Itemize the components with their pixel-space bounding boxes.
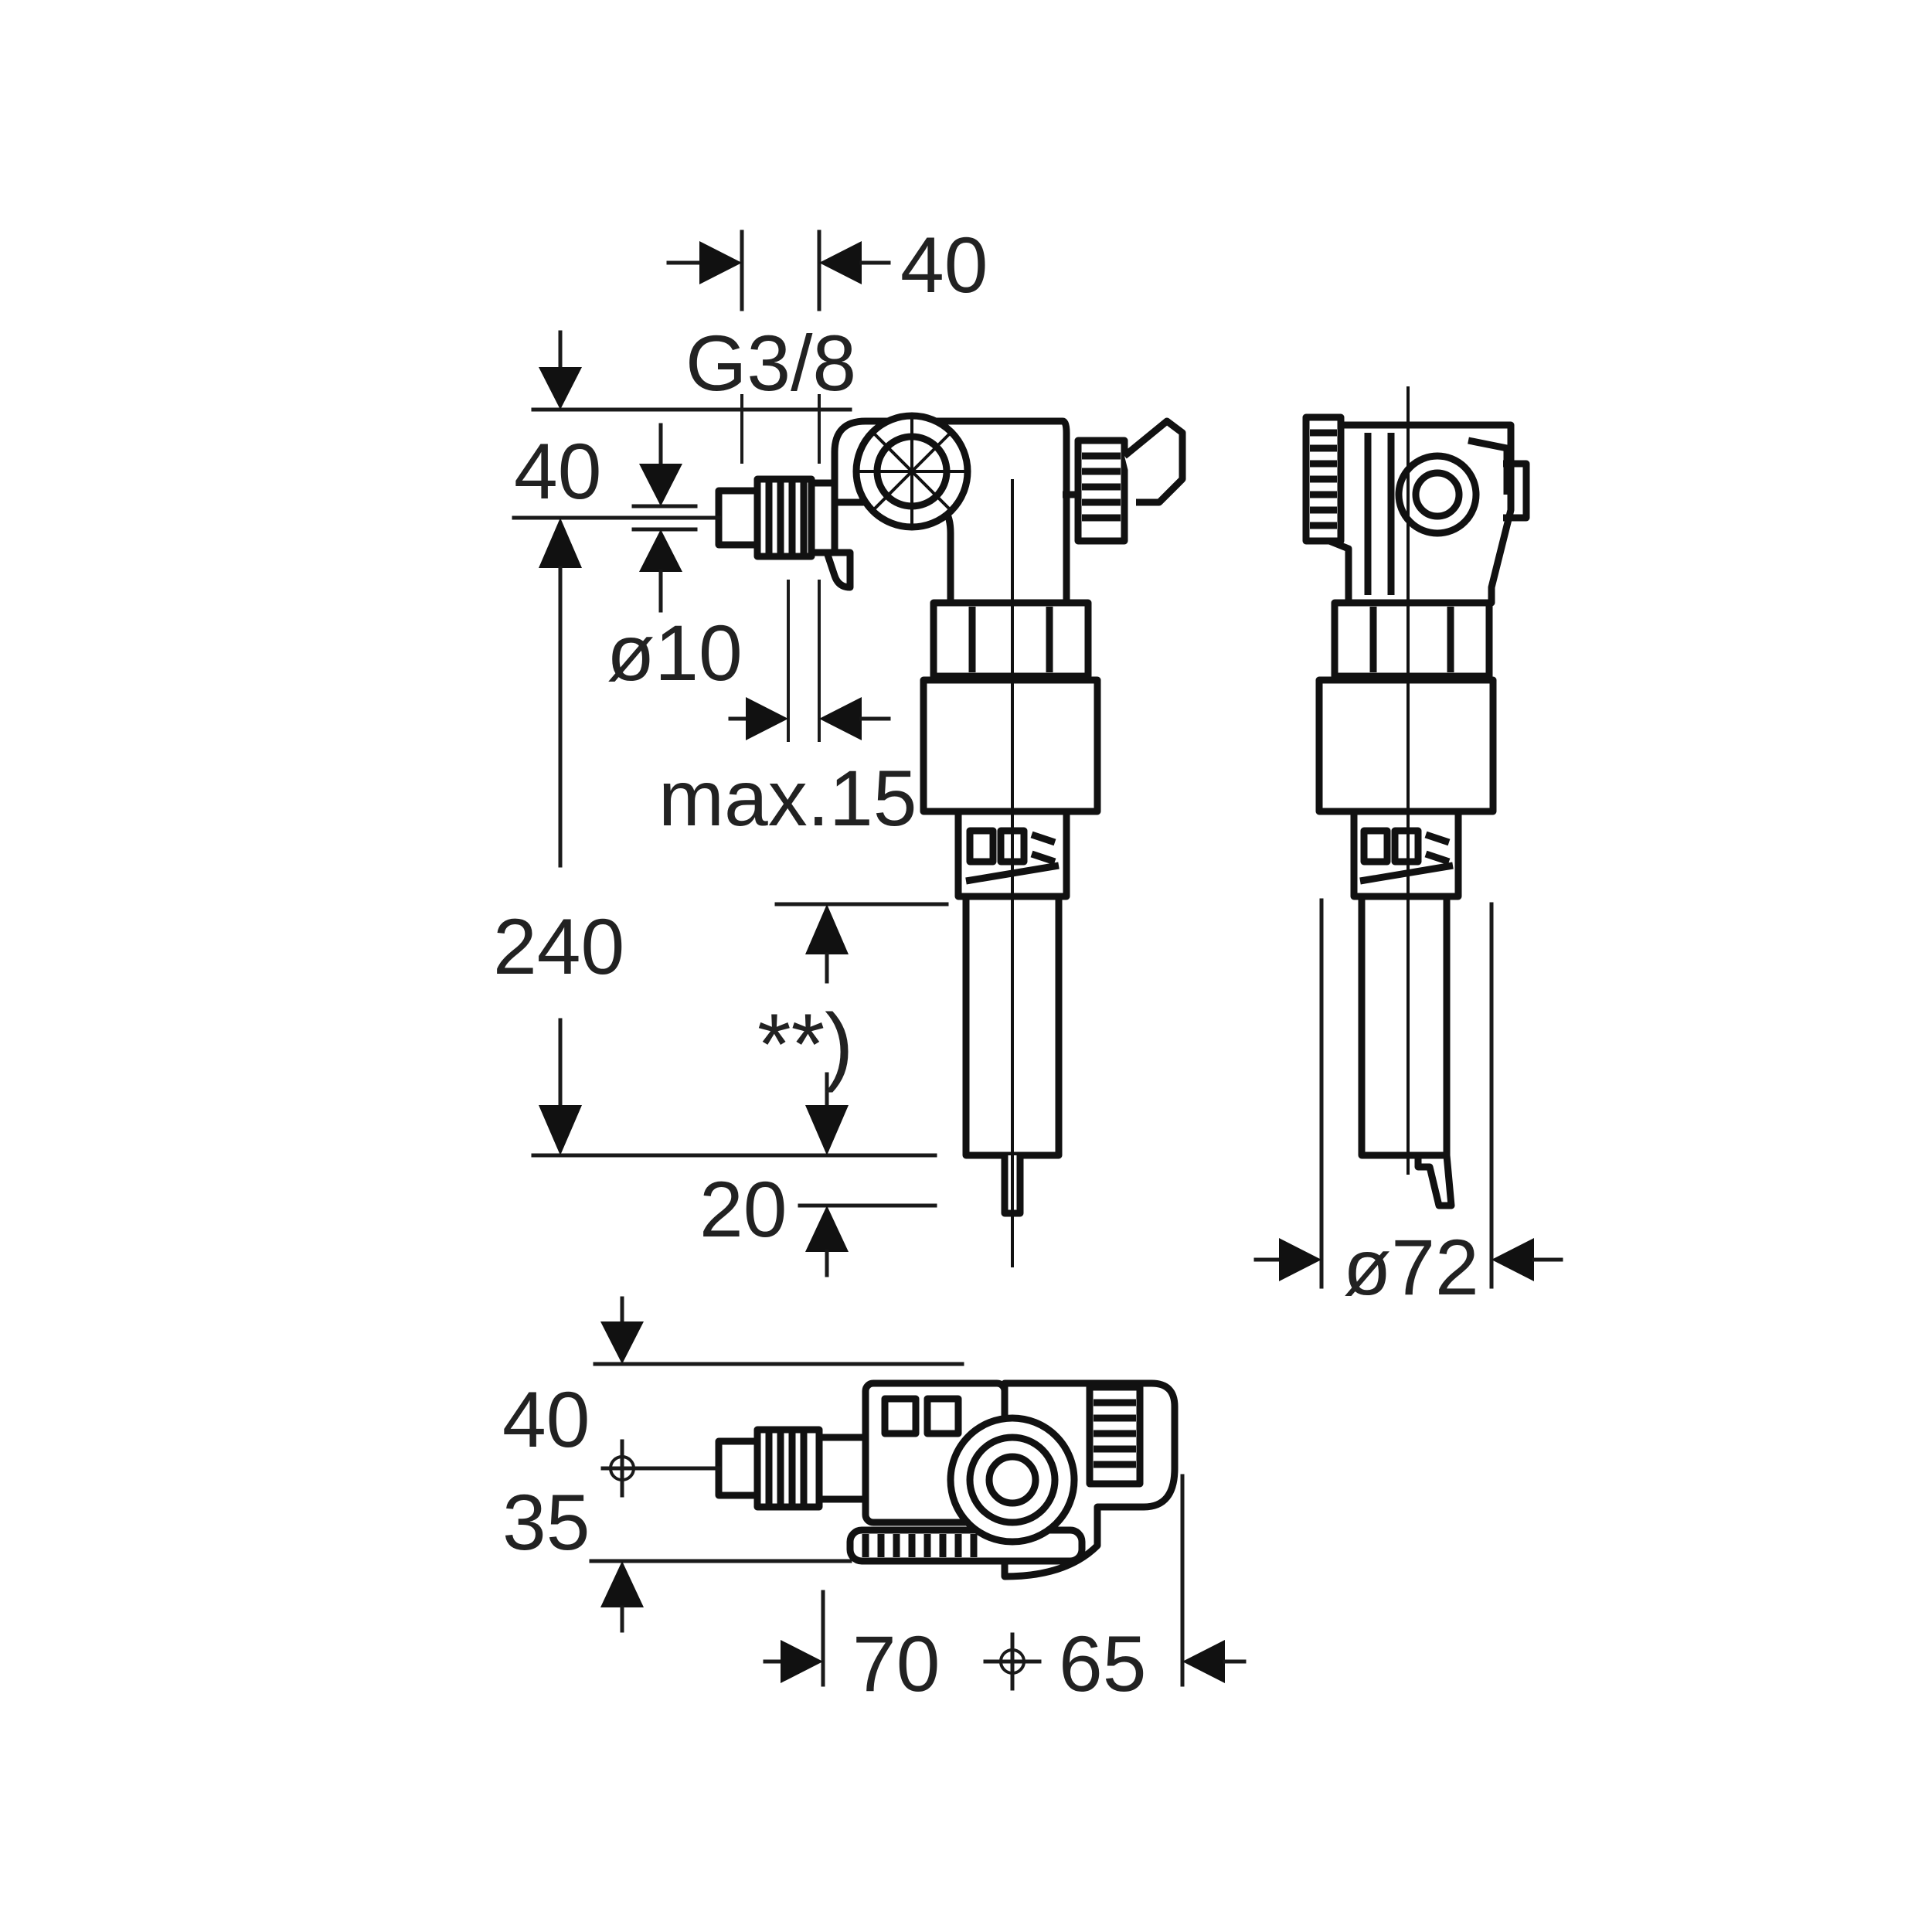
label-dia-10: ø10 (607, 609, 743, 697)
side-view (1302, 386, 1530, 1209)
dimension-lines (512, 230, 1563, 1691)
plan-view (715, 1379, 1179, 1580)
front-float-arm (1122, 417, 1186, 506)
label-plan-70: 70 (852, 1620, 940, 1708)
side-body-nut (1315, 676, 1497, 815)
side-lower-tube (1358, 893, 1451, 1159)
front-inlet-tip (715, 487, 761, 549)
label-gap-20: 20 (699, 1165, 787, 1253)
plan-inlet-tip (715, 1437, 761, 1499)
front-view (715, 412, 1186, 1267)
label-plan-40: 40 (502, 1376, 590, 1464)
front-body-nut (920, 676, 1101, 815)
label-height-240: 240 (493, 903, 624, 991)
label-plan-65: 65 (1059, 1620, 1146, 1708)
side-rib-section (1350, 808, 1462, 900)
label-left-40: 40 (514, 427, 601, 515)
side-upper-nut (1331, 599, 1493, 680)
label-max-15: max.15 (658, 754, 917, 842)
label-plan-35: 35 (502, 1478, 590, 1566)
dimension-labels: 40 G3/8 40 ø10 max.15 240 **) 20 ø72 40 … (493, 221, 1479, 1708)
label-dia-72: ø72 (1343, 1223, 1479, 1311)
side-coupling-ring (1395, 452, 1480, 537)
label-top-40: 40 (900, 221, 988, 309)
label-thread: G3/8 (685, 319, 856, 407)
label-stars: **) (757, 996, 853, 1093)
